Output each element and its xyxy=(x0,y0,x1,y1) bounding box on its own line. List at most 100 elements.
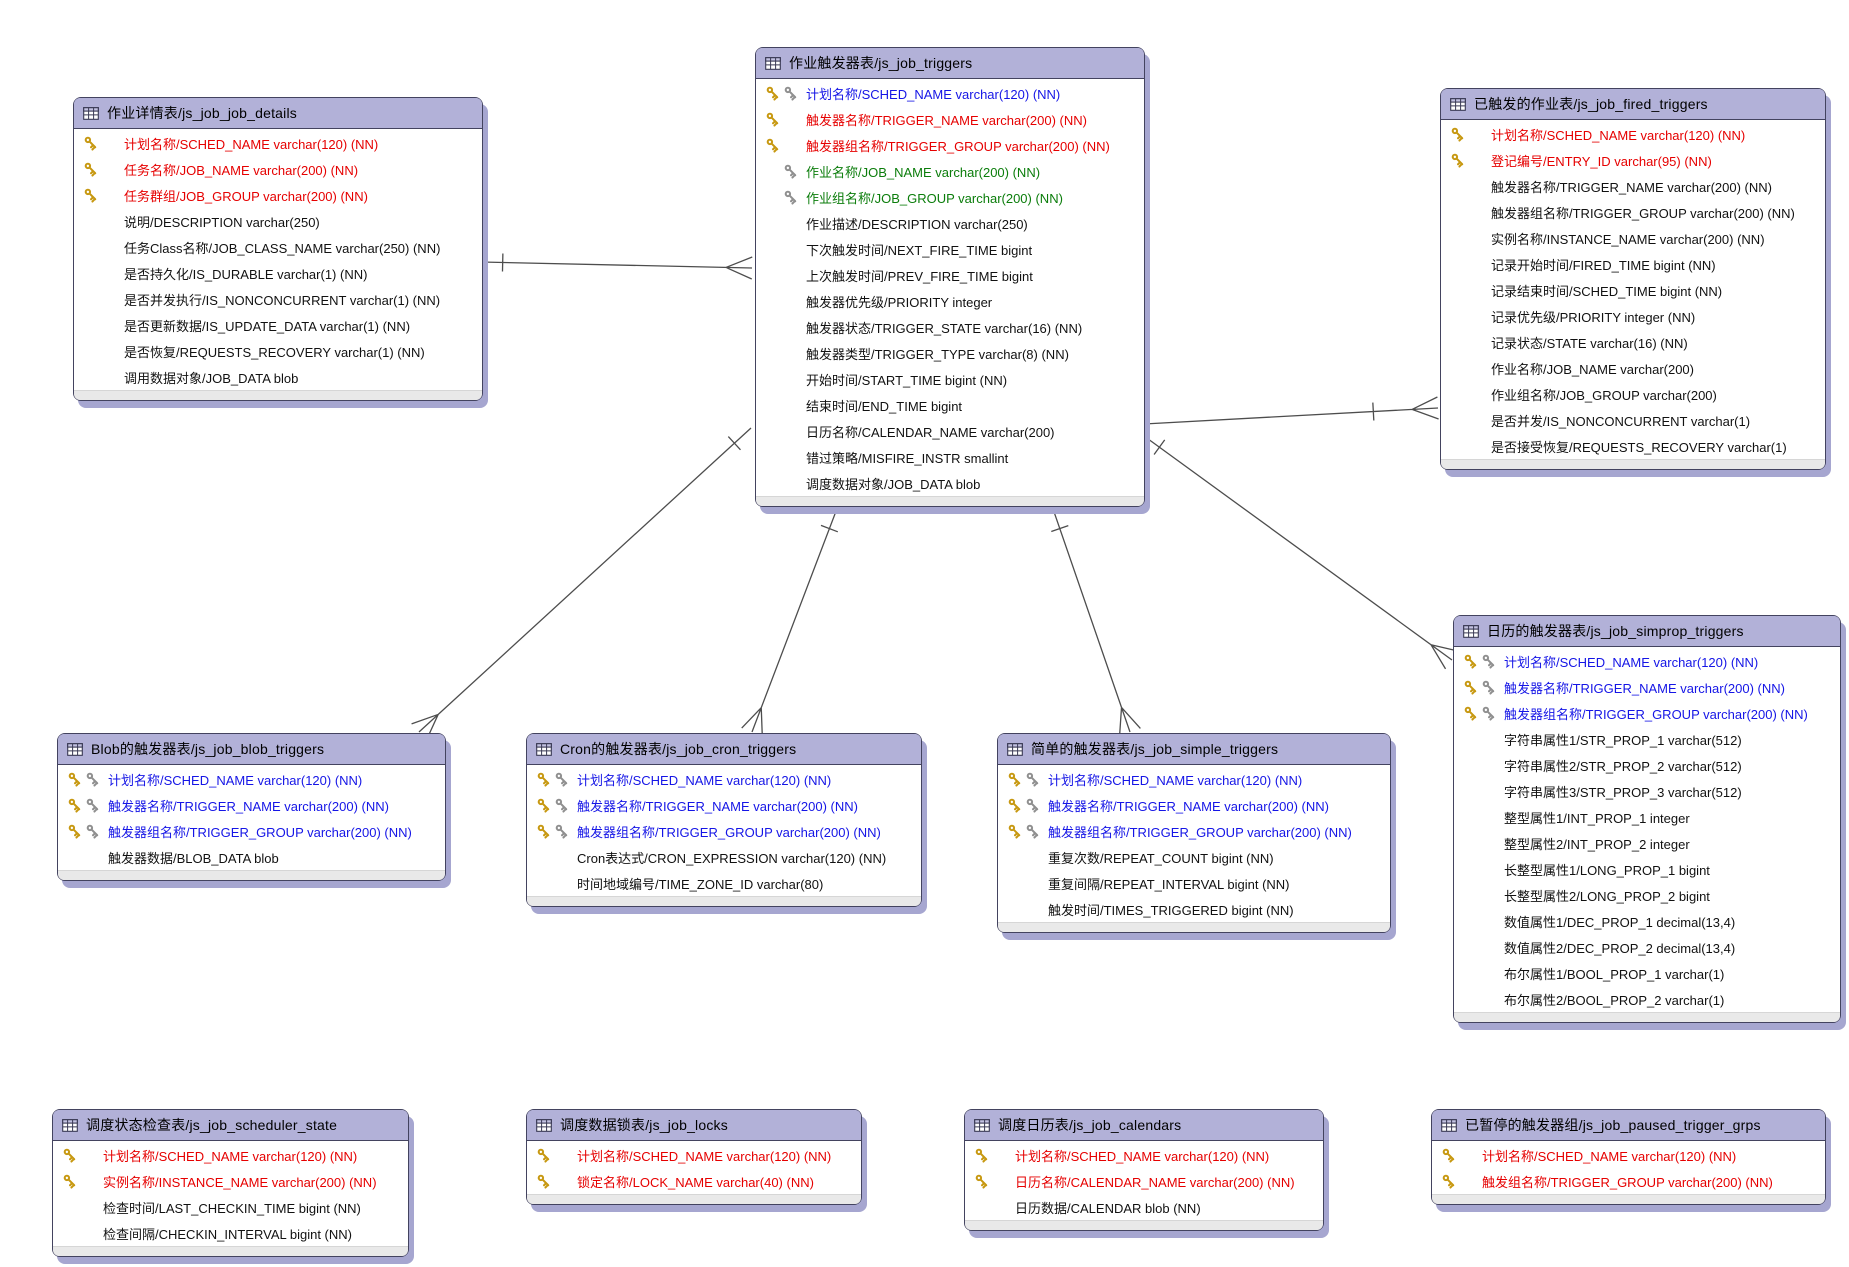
table-field-list: 计划名称/SCHED_NAME varchar(120) (NN)触发器名称/T… xyxy=(998,765,1390,922)
table-icon-wrap xyxy=(1450,97,1466,111)
table-title: 调度状态检查表/js_job_scheduler_state xyxy=(86,1117,338,1133)
primary-key-icon xyxy=(766,86,779,101)
relation-js_job_triggers-to-js_job_cron_triggers[interactable] xyxy=(741,505,839,736)
field-row: 触发器名称/TRIGGER_NAME varchar(200) (NN) xyxy=(756,106,1144,132)
field-text: 触发器名称/TRIGGER_NAME varchar(200) (NN) xyxy=(577,798,858,814)
table-title: 日历的触发器表/js_job_simprop_triggers xyxy=(1487,623,1744,639)
field-text: 检查间隔/CHECKIN_INTERVAL bigint (NN) xyxy=(103,1226,352,1242)
table-title: 已暂停的触发器组/js_job_paused_trigger_grps xyxy=(1465,1117,1761,1133)
primary-key-icon xyxy=(1464,706,1477,721)
field-text: 作业名称/JOB_NAME varchar(200) xyxy=(1491,361,1694,377)
field-text: 计划名称/SCHED_NAME varchar(120) (NN) xyxy=(806,86,1061,102)
relation-js_job_triggers-to-js_job_fired_triggers[interactable] xyxy=(1143,396,1439,425)
table-title: 调度数据锁表/js_job_locks xyxy=(560,1117,728,1133)
field-text: 任务群组/JOB_GROUP varchar(200) (NN) xyxy=(124,188,368,204)
field-text: 实例名称/INSTANCE_NAME varchar(200) (NN) xyxy=(103,1174,377,1190)
primary-key-icon xyxy=(68,772,81,787)
table-icon-wrap xyxy=(536,1118,552,1132)
table-icon-wrap xyxy=(83,106,99,120)
field-row: 重复次数/REPEAT_COUNT bigint (NN) xyxy=(998,844,1390,870)
relation-js_job_triggers-to-js_job_simprop_triggers[interactable] xyxy=(1143,435,1459,670)
er-table-js_job_fired_triggers[interactable]: 已触发的作业表/js_job_fired_triggers 计划名称/SCHED_… xyxy=(1440,88,1826,470)
table-footer-strip xyxy=(58,870,445,880)
field-text: 整型属性2/INT_PROP_2 integer xyxy=(1504,836,1690,852)
field-row: 触发器名称/TRIGGER_NAME varchar(200) (NN) xyxy=(58,792,445,818)
field-row: 触发器数据/BLOB_DATA blob xyxy=(58,844,445,870)
field-text: 记录优先级/PRIORITY integer (NN) xyxy=(1491,309,1696,325)
field-text: 是否并发/IS_NONCONCURRENT varchar(1) xyxy=(1491,413,1751,429)
field-text: 记录状态/STATE varchar(16) (NN) xyxy=(1491,335,1688,351)
field-text: 触发器组名称/TRIGGER_GROUP varchar(200) (NN) xyxy=(577,824,881,840)
field-text: 长整型属性1/LONG_PROP_1 bigint xyxy=(1504,862,1710,878)
field-text: 日历数据/CALENDAR blob (NN) xyxy=(1015,1200,1201,1216)
field-row: 日历名称/CALENDAR_NAME varchar(200) xyxy=(756,418,1144,444)
primary-key-icon xyxy=(766,138,779,153)
primary-key-icon xyxy=(537,824,550,839)
table-header[interactable]: 调度数据锁表/js_job_locks xyxy=(527,1110,861,1141)
primary-key-icon xyxy=(975,1148,988,1163)
field-text: 触发器类型/TRIGGER_TYPE varchar(8) (NN) xyxy=(806,346,1069,362)
field-text: 作业组名称/JOB_GROUP varchar(200) xyxy=(1491,387,1717,403)
field-text: 登记编号/ENTRY_ID varchar(95) (NN) xyxy=(1491,153,1712,169)
relation-js_job_triggers-to-js_job_simple_triggers[interactable] xyxy=(1051,505,1141,736)
primary-key-icon xyxy=(84,136,97,151)
field-row: 触发器名称/TRIGGER_NAME varchar(200) (NN) xyxy=(998,792,1390,818)
field-row: 记录状态/STATE varchar(16) (NN) xyxy=(1441,329,1825,355)
field-row: 计划名称/SCHED_NAME varchar(120) (NN) xyxy=(527,1142,861,1168)
field-row: 登记编号/ENTRY_ID varchar(95) (NN) xyxy=(1441,147,1825,173)
primary-key-icon xyxy=(84,188,97,203)
field-text: 字符串属性1/STR_PROP_1 varchar(512) xyxy=(1504,732,1742,748)
field-text: 作业描述/DESCRIPTION varchar(250) xyxy=(806,216,1028,232)
field-text: 锁定名称/LOCK_NAME varchar(40) (NN) xyxy=(577,1174,814,1190)
relation-js_job_job_details-to-js_job_triggers[interactable] xyxy=(480,253,753,280)
field-text: 记录结束时间/SCHED_TIME bigint (NN) xyxy=(1491,283,1723,299)
table-footer-strip xyxy=(1454,1012,1840,1022)
table-header[interactable]: 日历的触发器表/js_job_simprop_triggers xyxy=(1454,616,1840,647)
table-grid-icon xyxy=(1463,624,1479,638)
field-text: 数值属性2/DEC_PROP_2 decimal(13,4) xyxy=(1504,940,1736,956)
table-grid-icon xyxy=(62,1118,78,1132)
field-text: 计划名称/SCHED_NAME varchar(120) (NN) xyxy=(577,1148,832,1164)
field-text: 字符串属性2/STR_PROP_2 varchar(512) xyxy=(1504,758,1742,774)
table-icon-wrap xyxy=(1463,624,1479,638)
field-text: 计划名称/SCHED_NAME varchar(120) (NN) xyxy=(1491,127,1746,143)
field-text: 是否持久化/IS_DURABLE varchar(1) (NN) xyxy=(124,266,368,282)
foreign-key-icon xyxy=(1026,772,1039,787)
primary-key-icon xyxy=(1464,680,1477,695)
table-header[interactable]: 作业触发器表/js_job_triggers xyxy=(756,48,1144,79)
table-header[interactable]: 已触发的作业表/js_job_fired_triggers xyxy=(1441,89,1825,120)
field-text: 检查时间/LAST_CHECKIN_TIME bigint (NN) xyxy=(103,1200,361,1216)
field-row: 是否更新数据/IS_UPDATE_DATA varchar(1) (NN) xyxy=(74,312,482,338)
table-header[interactable]: 已暂停的触发器组/js_job_paused_trigger_grps xyxy=(1432,1110,1825,1141)
table-header[interactable]: 调度日历表/js_job_calendars xyxy=(965,1110,1323,1141)
table-header[interactable]: Blob的触发器表/js_job_blob_triggers xyxy=(58,734,445,765)
field-text: 布尔属性2/BOOL_PROP_2 varchar(1) xyxy=(1504,992,1725,1008)
field-row: 是否并发执行/IS_NONCONCURRENT varchar(1) (NN) xyxy=(74,286,482,312)
field-row: 计划名称/SCHED_NAME varchar(120) (NN) xyxy=(965,1142,1323,1168)
field-text: 触发器组名称/TRIGGER_GROUP varchar(200) (NN) xyxy=(1504,706,1808,722)
primary-key-icon xyxy=(1008,798,1021,813)
table-header[interactable]: 作业详情表/js_job_job_details xyxy=(74,98,482,129)
field-row: 记录结束时间/SCHED_TIME bigint (NN) xyxy=(1441,277,1825,303)
field-text: 触发器名称/TRIGGER_NAME varchar(200) (NN) xyxy=(1504,680,1785,696)
table-icon-wrap xyxy=(62,1118,78,1132)
table-header[interactable]: 调度状态检查表/js_job_scheduler_state xyxy=(53,1110,408,1141)
field-text: 重复间隔/REPEAT_INTERVAL bigint (NN) xyxy=(1048,876,1290,892)
table-field-list: 计划名称/SCHED_NAME varchar(120) (NN)日历名称/CA… xyxy=(965,1141,1323,1220)
table-footer-strip xyxy=(1441,459,1825,469)
er-table-js_job_triggers[interactable]: 作业触发器表/js_job_triggers 计划名称/SCHED_NAME va… xyxy=(755,47,1145,507)
er-table-js_job_locks[interactable]: 调度数据锁表/js_job_locks 计划名称/SCHED_NAME varch… xyxy=(526,1109,862,1205)
relation-js_job_triggers-to-js_job_blob_triggers[interactable] xyxy=(411,427,752,741)
field-text: 触发器数据/BLOB_DATA blob xyxy=(108,850,279,866)
table-header[interactable]: 简单的触发器表/js_job_simple_triggers xyxy=(998,734,1390,765)
table-header[interactable]: Cron的触发器表/js_job_cron_triggers xyxy=(527,734,921,765)
